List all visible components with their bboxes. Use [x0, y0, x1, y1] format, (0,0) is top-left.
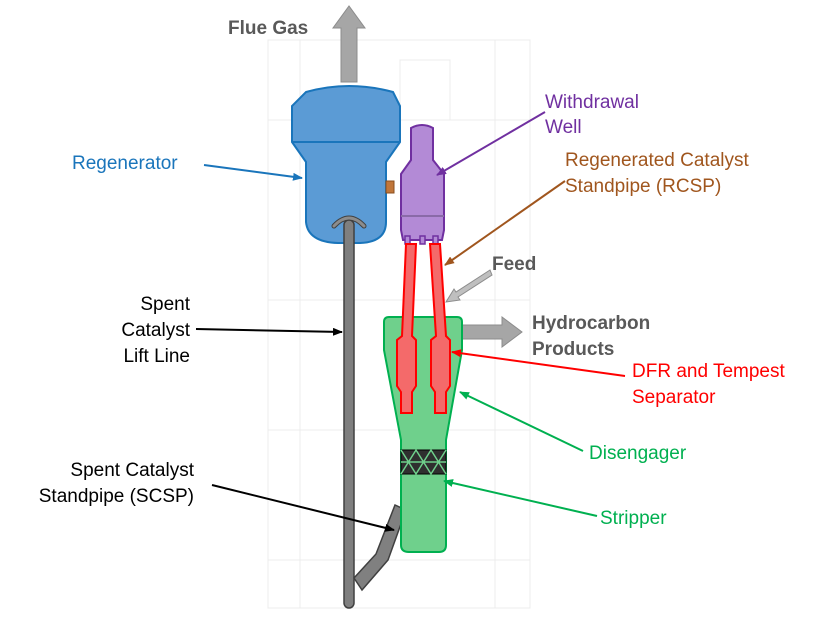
stripper-packing	[400, 448, 447, 476]
scsp-leader	[211, 484, 395, 532]
withdrawal-well-label-line2: Well	[545, 117, 582, 138]
scsp-label-line1: Spent Catalyst	[70, 460, 194, 481]
lift-line-label-line1: Spent	[140, 294, 190, 315]
hydrocarbon-products-label-line1: Hydrocarbon	[532, 313, 650, 334]
feed-arrow	[445, 269, 493, 303]
scsp-label-line2: Standpipe (SCSP)	[39, 486, 194, 507]
spent-catalyst-lift-line	[331, 215, 367, 609]
dfr-leader	[451, 349, 626, 377]
lift-line-label-line3: Lift Line	[123, 346, 190, 367]
withdrawal-well-label-line1: Withdrawal	[545, 92, 639, 113]
dfr-label-line1: DFR and Tempest	[632, 361, 785, 382]
leader-arrows	[195, 111, 626, 532]
withdrawal-well-leader	[436, 111, 546, 176]
regenerator-vessel	[291, 85, 401, 244]
rcsp-label-line2: Standpipe (RCSP)	[565, 176, 721, 197]
rcsp-dfr-pipes	[396, 243, 451, 414]
regenerator-leader	[203, 164, 303, 181]
lift-line-leader	[195, 327, 343, 336]
flue-gas-arrow	[332, 5, 366, 83]
disengager-leader	[459, 391, 584, 452]
spent-catalyst-standpipe	[353, 503, 407, 592]
disengager-label: Disengager	[589, 443, 687, 464]
dfr-label-line2: Separator	[632, 387, 716, 408]
rcsp-leader	[444, 180, 566, 266]
regenerator-label: Regenerator	[72, 153, 178, 174]
hydrocarbon-products-arrow	[461, 316, 523, 348]
stripper-leader	[443, 479, 598, 517]
flue-gas-label: Flue Gas	[228, 18, 308, 39]
hydrocarbon-products-label-line2: Products	[532, 339, 614, 360]
stripper-label: Stripper	[600, 508, 667, 529]
lift-line-label-line2: Catalyst	[121, 320, 190, 341]
feed-label: Feed	[492, 254, 536, 275]
rcsp-label-line1: Regenerated Catalyst	[565, 150, 749, 171]
withdrawal-well-vessel	[400, 124, 445, 245]
